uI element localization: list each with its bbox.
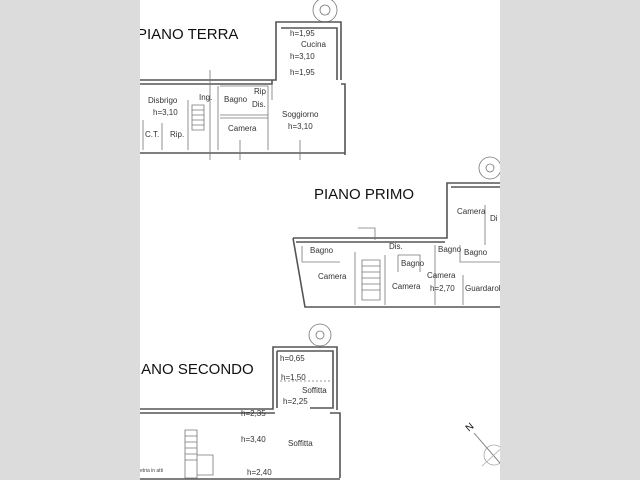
- north-arrow-icon: N: [464, 421, 500, 467]
- height-label: h=3,10: [290, 52, 315, 61]
- terra-room-labels: Disbrigo h=3,10 C.T. Rip. Ing. Bagno Rip…: [145, 29, 326, 139]
- room-label: Disbrigo: [148, 96, 178, 105]
- spiral-stair-icon: [478, 156, 500, 180]
- secondo-room-labels: h=0,65 h=1,50 Soffitta h=2,25 h=2,35 h=3…: [140, 354, 327, 477]
- room-label: Bagno: [464, 248, 488, 257]
- north-label: N: [464, 421, 477, 434]
- left-margin-panel: [0, 0, 140, 480]
- room-label: Camera: [392, 282, 421, 291]
- room-label: Di: [490, 214, 498, 223]
- height-label: h=2,70: [430, 284, 455, 293]
- piano-terra: [140, 0, 346, 160]
- room-label: Soffitta: [302, 386, 327, 395]
- room-label: Bagno: [401, 259, 425, 268]
- piano-secondo-title: IANO SECONDO: [137, 361, 254, 378]
- right-margin-panel: [500, 0, 640, 480]
- room-label: Camera: [228, 124, 257, 133]
- room-label: Guardarob: [465, 284, 504, 293]
- primo-room-labels: Bagno Camera Dis. Bagno Camera Bagno Bag…: [310, 207, 504, 293]
- piano-primo-title: PIANO PRIMO: [314, 186, 414, 203]
- room-label: Camera: [318, 272, 347, 281]
- room-label: C.T.: [145, 130, 159, 139]
- height-label: h=3,10: [288, 122, 313, 131]
- height-label: h=1,95: [290, 29, 315, 38]
- room-label: Dis.: [389, 242, 403, 251]
- height-label: h=2,35: [241, 409, 266, 418]
- room-label: Camera: [457, 207, 486, 216]
- height-label: h=2,40: [247, 468, 272, 477]
- room-label: Ing.: [199, 93, 212, 102]
- height-label: h=1,95: [290, 68, 315, 77]
- height-label: h=0,65: [280, 354, 305, 363]
- room-label: Camera: [427, 271, 456, 280]
- room-label: Cucina: [301, 40, 326, 49]
- height-label: h=3,10: [153, 108, 178, 117]
- room-label: Bagno: [438, 245, 462, 254]
- room-label: Rip.: [170, 130, 184, 139]
- spiral-stair-icon: [312, 0, 338, 23]
- height-label: h=2,25: [283, 397, 308, 406]
- room-label: Soggiorno: [282, 110, 319, 119]
- piano-terra-title: PIANO TERRA: [137, 26, 238, 43]
- room-label: Bagno: [224, 95, 248, 104]
- room-label: Dis.: [252, 100, 266, 109]
- note-text: etria in atti: [140, 468, 163, 474]
- height-label: h=3,40: [241, 435, 266, 444]
- piano-primo: [292, 156, 500, 308]
- height-label: h=1,50: [281, 373, 306, 382]
- room-label: Rip: [254, 87, 267, 96]
- spiral-stair-icon: [308, 323, 332, 347]
- room-label: Soffitta: [288, 439, 313, 448]
- room-label: Bagno: [310, 246, 334, 255]
- piano-secondo: [140, 323, 341, 480]
